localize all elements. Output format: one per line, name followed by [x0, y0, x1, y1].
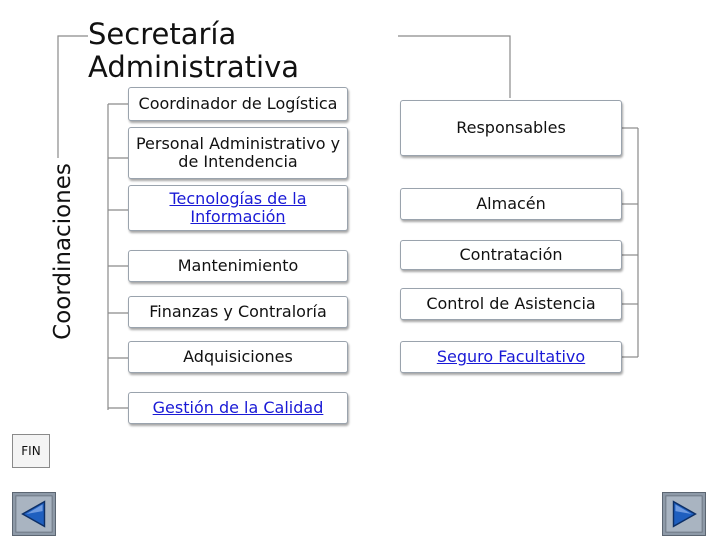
box-almacen: Almacén	[400, 188, 622, 220]
box-link-label[interactable]: Tecnologías de la Información	[169, 189, 307, 226]
box-label: Mantenimiento	[177, 256, 299, 275]
box-responsables: Responsables	[400, 100, 622, 156]
box-adquisiciones: Adquisiciones	[128, 341, 348, 373]
box-contratacion: Contratación	[400, 240, 622, 270]
box-link-label[interactable]: Gestión de la Calidad	[152, 398, 324, 417]
triangle-right-icon	[665, 495, 703, 533]
box-link-label[interactable]: Seguro Facultativo	[436, 347, 586, 366]
box-coordinador-logistica: Coordinador de Logística	[128, 87, 348, 121]
box-label: Almacén	[476, 194, 546, 213]
triangle-left-icon	[15, 495, 53, 533]
forward-button[interactable]	[662, 492, 706, 536]
box-label: Coordinador de Logística	[138, 94, 338, 113]
box-label: Responsables	[456, 118, 566, 137]
box-label: Control de Asistencia	[426, 294, 596, 313]
box-tecnologias-informacion[interactable]: Tecnologías de la Información	[128, 185, 348, 231]
box-label: Personal Administrativo y de Intendencia	[135, 134, 341, 171]
box-label: Finanzas y Contraloría	[149, 302, 327, 321]
coordinaciones-label: Coordinaciones	[20, 120, 106, 382]
page-title: Secretaría Administrativa	[88, 17, 300, 84]
box-finanzas-contraloria: Finanzas y Contraloría	[128, 296, 348, 328]
box-label: Adquisiciones	[183, 347, 293, 366]
box-mantenimiento: Mantenimiento	[128, 250, 348, 282]
box-gestion-calidad[interactable]: Gestión de la Calidad	[128, 392, 348, 424]
box-personal-administrativo: Personal Administrativo y de Intendencia	[128, 127, 348, 179]
back-button[interactable]	[12, 492, 56, 536]
box-control-asistencia: Control de Asistencia	[400, 288, 622, 320]
fin-button[interactable]: FIN	[12, 434, 50, 468]
coordinaciones-label-text: Coordinaciones	[49, 162, 76, 340]
box-label: Contratación	[459, 245, 563, 264]
box-seguro-facultativo[interactable]: Seguro Facultativo	[400, 341, 622, 373]
